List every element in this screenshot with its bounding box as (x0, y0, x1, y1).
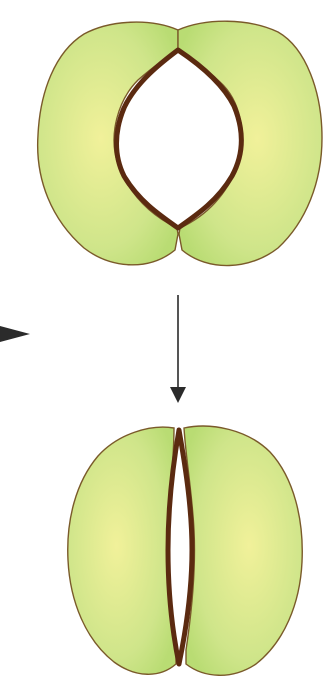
open-stoma (38, 21, 322, 265)
transition-arrows (0, 295, 178, 395)
closed-stoma (68, 426, 302, 675)
closed-right-guard-cell (184, 426, 302, 675)
closed-left-guard-cell (68, 427, 176, 674)
left-arrow-head (0, 326, 30, 342)
